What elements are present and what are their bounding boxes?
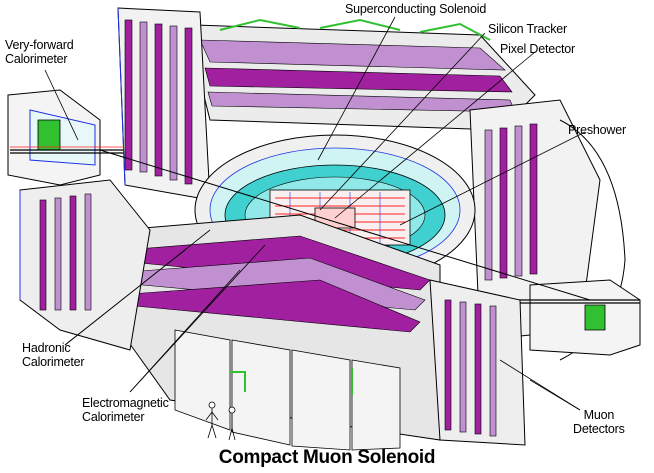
label-muon-line2: Detectors <box>573 422 625 436</box>
diagram-title: Compact Muon Solenoid <box>218 447 436 468</box>
label-electromagnetic-calorimeter: Electromagnetic Calorimeter <box>82 396 169 424</box>
label-superconducting-solenoid: Superconducting Solenoid <box>345 2 487 16</box>
endcap-left-stack <box>117 7 211 201</box>
label-silicon-tracker: Silicon Tracker <box>488 22 567 36</box>
very-forward-calorimeter-right <box>470 279 641 356</box>
barrel-muon-wheels <box>119 214 441 451</box>
label-muon-detectors: Muon Detectors <box>573 408 625 436</box>
label-preshower: Preshower <box>568 123 626 137</box>
human-figures-icon <box>205 401 236 441</box>
very-forward-calorimeter-left <box>7 89 130 186</box>
label-electromagnetic-line2: Calorimeter <box>82 410 145 424</box>
leader-lines <box>44 16 586 411</box>
endcap-left-front <box>19 179 151 351</box>
label-hadronic-line1: Hadronic <box>22 341 71 355</box>
label-very-forward-calorimeter: Very-forward Calorimeter <box>5 38 74 66</box>
label-very-forward-line1: Very-forward <box>5 38 74 52</box>
label-hadronic-calorimeter: Hadronic Calorimeter <box>22 341 85 369</box>
label-pixel-detector: Pixel Detector <box>500 42 576 56</box>
label-electromagnetic-line1: Electromagnetic <box>82 396 169 410</box>
endcap-right-front <box>429 279 526 446</box>
label-very-forward-line2: Calorimeter <box>5 52 68 66</box>
label-muon-line1: Muon <box>583 408 615 422</box>
endcap-right-stack <box>469 99 626 361</box>
label-hadronic-line2: Calorimeter <box>22 355 85 369</box>
